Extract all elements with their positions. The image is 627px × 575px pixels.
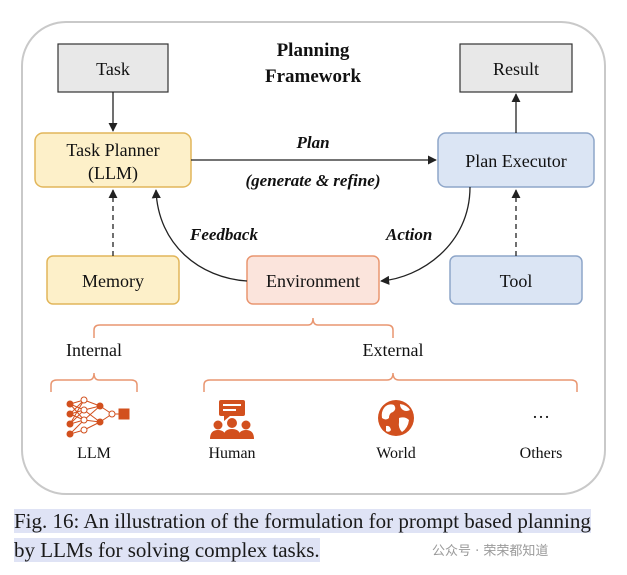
neural-network-icon <box>66 396 130 438</box>
internal-brace <box>50 372 138 392</box>
human-group-icon <box>210 400 254 439</box>
tool-label: Tool <box>500 271 533 291</box>
world-icon-label: World <box>376 445 416 462</box>
result-box <box>459 43 573 93</box>
environment-label: Environment <box>266 271 360 291</box>
feedback-arrow <box>151 189 248 282</box>
action-arrow <box>380 186 471 285</box>
ellipsis-icon: … <box>532 402 550 422</box>
result-label: Result <box>493 59 539 79</box>
human-icon-label: Human <box>208 445 255 462</box>
watermark: 公众号 · 荣荣都知道 <box>432 544 549 559</box>
globe-icon <box>378 400 414 436</box>
plan-executor-label: Plan Executor <box>465 151 566 171</box>
framework-title-line1: Planning <box>277 40 350 61</box>
others-icon-label: Others <box>520 445 563 462</box>
task-planner-label-line1: Task Planner <box>66 140 159 160</box>
memory-label: Memory <box>82 271 144 291</box>
llm-icon-label: LLM <box>77 445 111 462</box>
task-planner-label-line2: (LLM) <box>88 163 138 184</box>
external-label: External <box>363 340 424 360</box>
framework-title-line2: Framework <box>265 66 361 87</box>
external-brace <box>203 372 578 392</box>
action-label: Action <box>385 225 432 244</box>
internal-label: Internal <box>66 340 122 360</box>
task-label: Task <box>96 59 130 79</box>
environment-brace <box>93 317 394 338</box>
environment-box <box>246 255 380 305</box>
feedback-label: Feedback <box>189 225 258 244</box>
planning-diagram: Planning Framework Task Result Task Plan… <box>21 21 606 495</box>
figure-caption: Fig. 16: An illustration of the formulat… <box>14 507 614 565</box>
framework-frame <box>21 21 606 495</box>
plan-arrow-label: Plan <box>295 133 329 152</box>
plan-arrow-sublabel: (generate & refine) <box>245 171 380 190</box>
